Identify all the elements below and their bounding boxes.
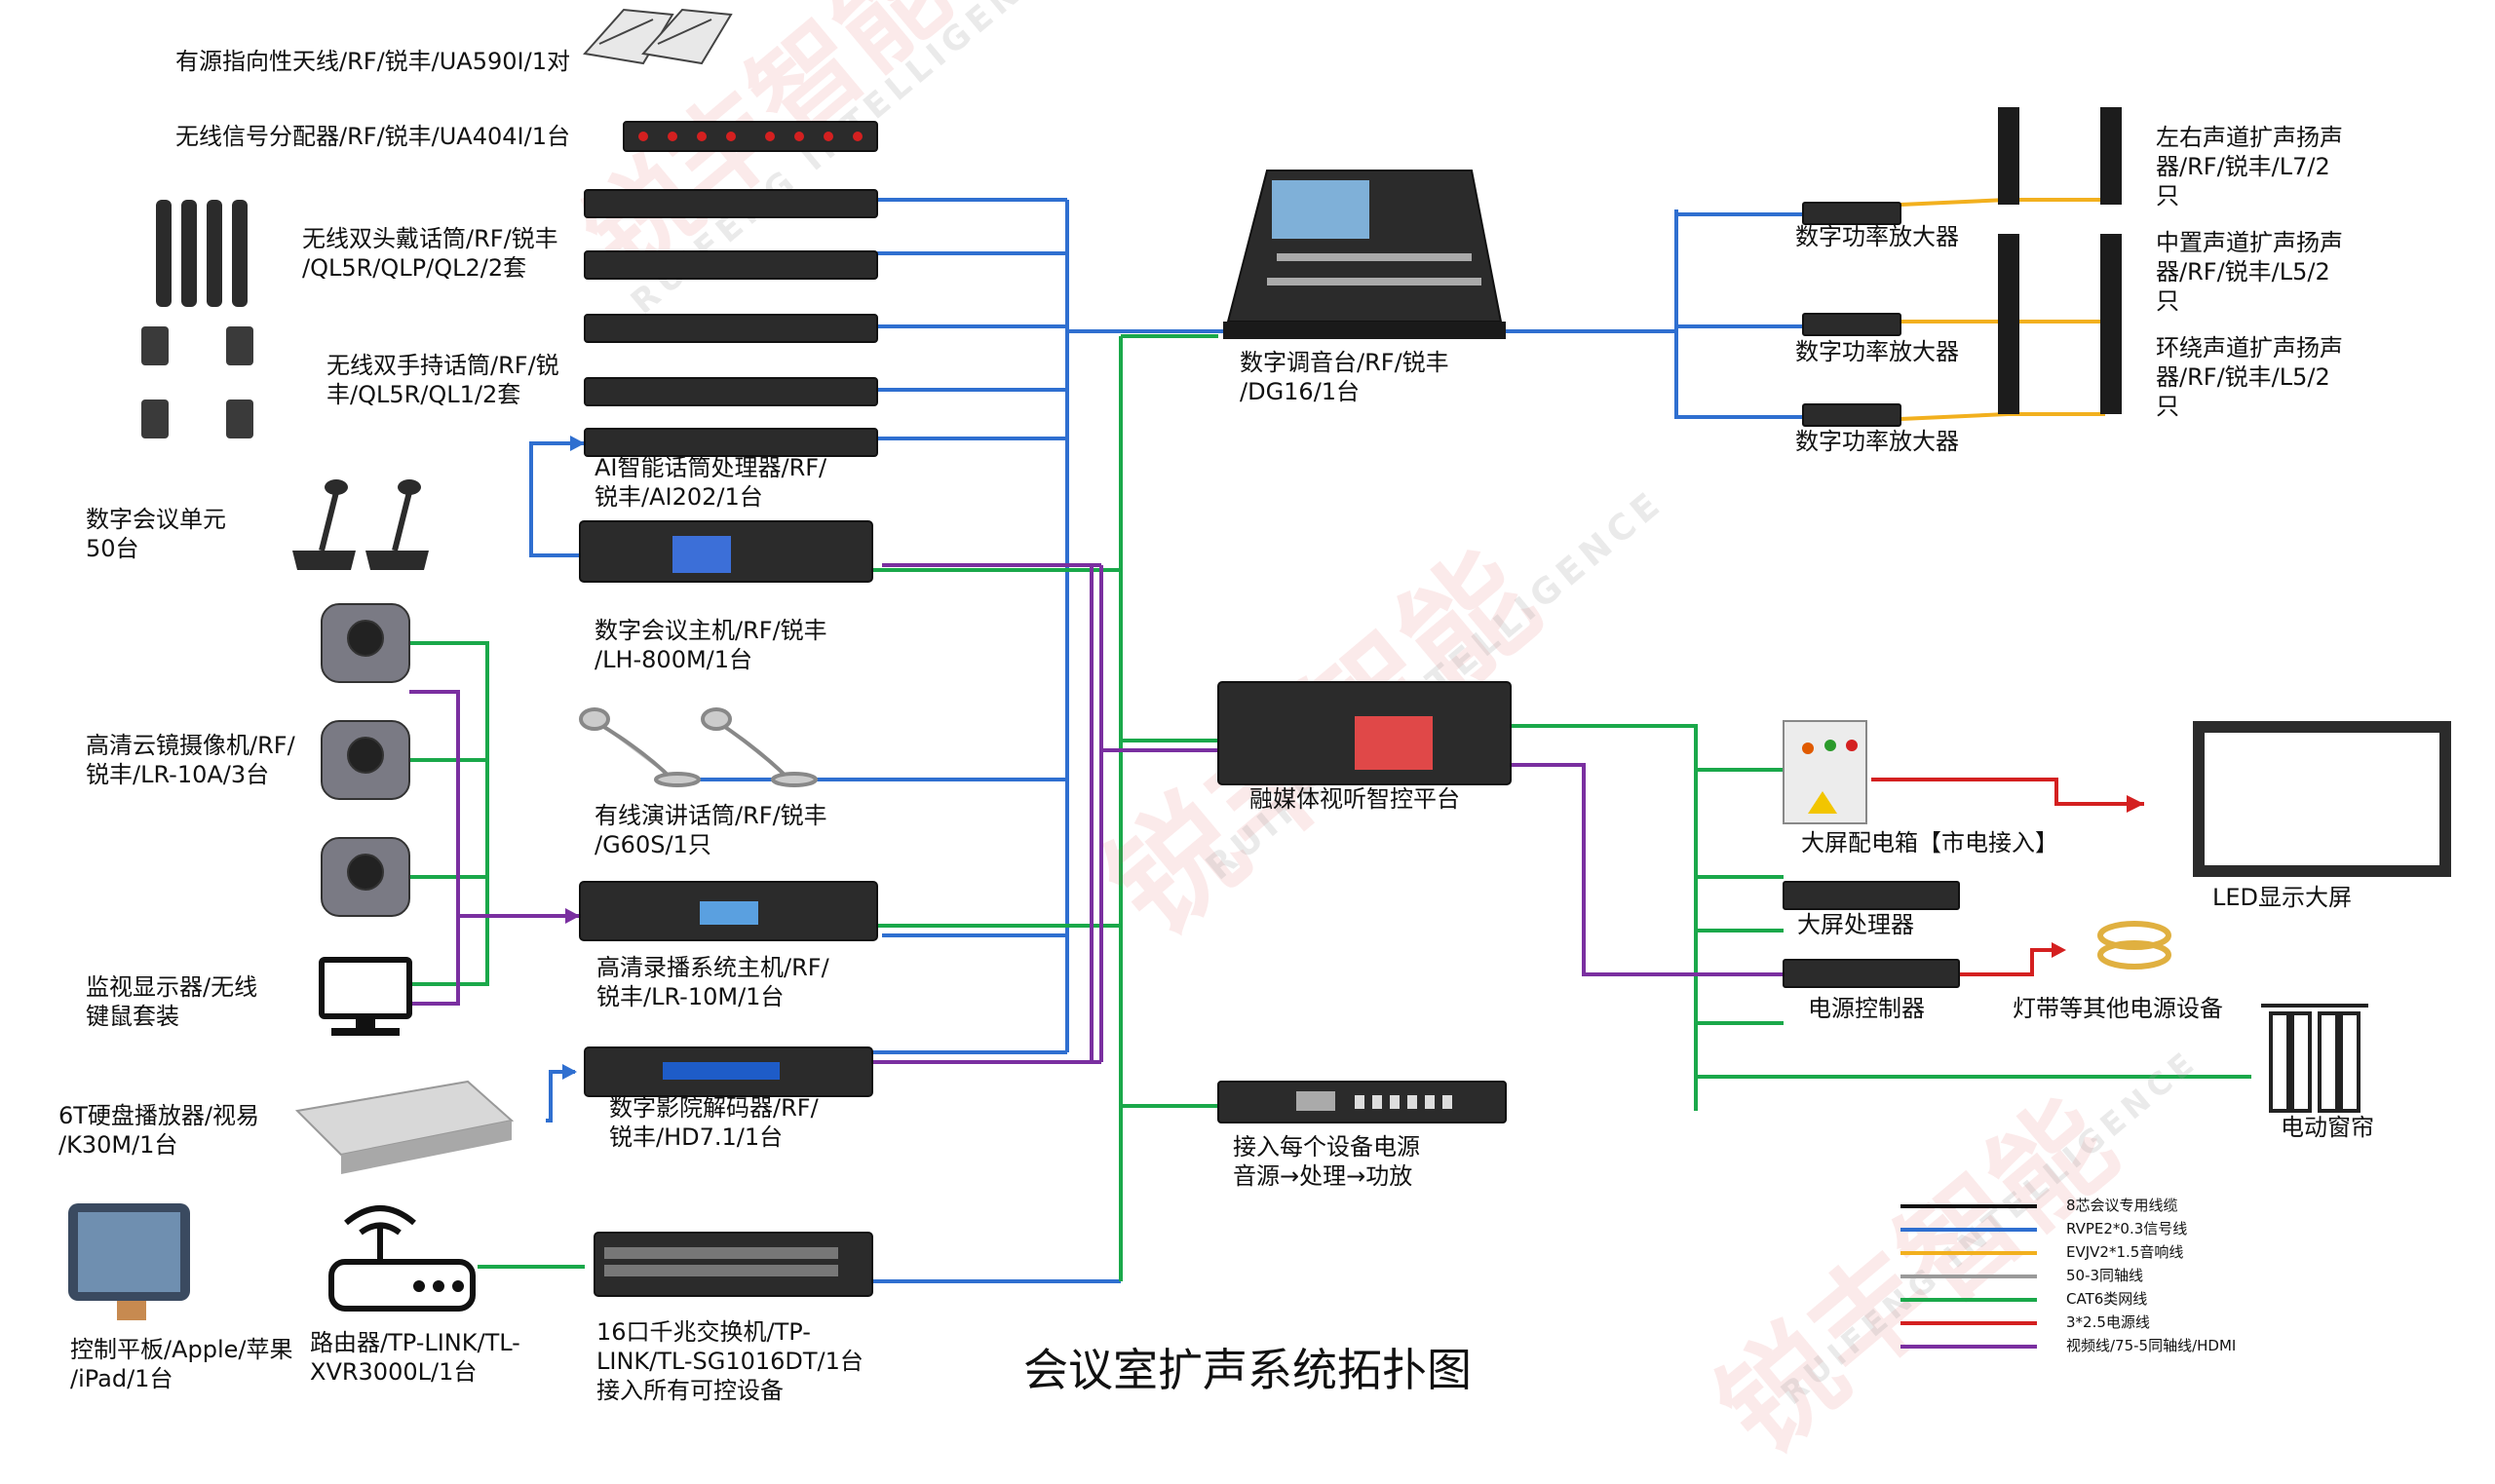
legend-entry: 视频线/75-5同轴线/HDMI xyxy=(2066,1337,2237,1354)
label-led-screen: LED显示大屏 xyxy=(2212,884,2353,911)
light-strip-icon xyxy=(2097,921,2171,970)
monitor-icon xyxy=(319,957,412,1036)
label-speaker-surround: 环绕声道扩声扬声 器/RF/锐丰/L5/2 只 xyxy=(2156,334,2343,420)
legend-entry: 8芯会议专用线缆 xyxy=(2066,1197,2178,1214)
label-camera: 高清云镜摄像机/RF/ 锐丰/LR-10A/3台 xyxy=(86,732,295,788)
label-gooseneck: 有线演讲话筒/RF/锐丰 /G60S/1只 xyxy=(595,802,827,858)
power-box-icon xyxy=(1783,720,1867,824)
label-screen-processor: 大屏处理器 xyxy=(1797,911,1914,938)
label-speaker-lr: 左右声道扩声扬声 器/RF/锐丰/L7/2 只 xyxy=(2156,124,2343,209)
label-headset: 无线双头戴话筒/RF/锐丰 /QL5R/QLP/QL2/2套 xyxy=(302,225,558,282)
router-icon xyxy=(328,1205,476,1312)
legend-entry: EVJV2*1.5音响线 xyxy=(2066,1243,2184,1261)
label-speaker-center: 中置声道扩声扬声 器/RF/锐丰/L5/2 只 xyxy=(2156,229,2343,315)
label-power-box: 大屏配电箱【市电接入】 xyxy=(1801,829,2058,856)
mixer-icon xyxy=(1223,170,1506,339)
speaker-icons xyxy=(1998,107,2122,414)
handheld-mic-icons xyxy=(156,200,248,307)
label-tablet: 控制平板/Apple/苹果 /iPad/1台 xyxy=(70,1336,293,1392)
conference-unit-icon xyxy=(292,479,429,570)
label-decoder: 数字影院解码器/RF/ 锐丰/HD7.1/1台 xyxy=(609,1094,819,1151)
label-amp-3: 数字功率放大器 xyxy=(1795,428,1959,455)
label-player: 6T硬盘播放器/视易 /K30M/1台 xyxy=(58,1102,260,1159)
controller-icons xyxy=(1783,881,1960,988)
connection-lines xyxy=(409,198,2251,1283)
legend-entry: CAT6类网线 xyxy=(2066,1290,2148,1308)
curtain-icon xyxy=(2261,1004,2368,1113)
legend-entry: 50-3同轴线 xyxy=(2066,1267,2144,1284)
label-power-controller: 电源控制器 xyxy=(1808,995,1925,1022)
label-light-strip: 灯带等其他电源设备 xyxy=(2013,995,2223,1022)
label-conf-unit: 数字会议单元 50台 xyxy=(86,506,226,562)
device-icons xyxy=(68,8,2451,1349)
label-amp-2: 数字功率放大器 xyxy=(1795,338,1959,365)
media-platform-icon xyxy=(1217,681,1512,785)
signal-lines xyxy=(529,198,1803,1283)
label-splitter: 无线信号分配器/RF/锐丰/UA404I/1台 xyxy=(175,123,570,150)
label-curtain: 电动窗帘 xyxy=(2281,1114,2374,1141)
label-monitor: 监视显示器/无线 键鼠套装 xyxy=(86,973,258,1030)
sequencer-icon xyxy=(1217,1081,1507,1123)
label-router: 路由器/TP-LINK/TL- XVR3000L/1台 xyxy=(310,1329,520,1386)
network-lines xyxy=(409,334,2251,1281)
label-amp-1: 数字功率放大器 xyxy=(1795,223,1959,250)
video-lines xyxy=(409,563,1784,1064)
diagram-title: 会议室扩声系统拓扑图 xyxy=(1023,1344,1472,1396)
label-recorder: 高清录播系统主机/RF/ 锐丰/LR-10M/1台 xyxy=(596,954,829,1010)
arrowheads xyxy=(562,436,2144,1080)
label-handheld: 无线双手持话筒/RF/锐 丰/QL5R/QL1/2套 xyxy=(326,352,559,408)
label-switch: 16口千兆交换机/TP- LINK/TL-SG1016DT/1台 接入所有可控设… xyxy=(596,1318,864,1404)
amplifier-icons xyxy=(1802,202,1901,427)
label-media-platform: 融媒体视听智控平台 xyxy=(1249,785,1460,813)
legend-swatches xyxy=(1900,1204,2037,1349)
player-icon xyxy=(294,1080,515,1174)
rack-detail xyxy=(604,536,838,1276)
power-lines xyxy=(1871,778,2144,976)
label-ai-processor: AI智能话筒处理器/RF/ 锐丰/AI202/1台 xyxy=(595,454,827,511)
camera-icons xyxy=(321,603,410,917)
label-conf-host: 数字会议主机/RF/锐丰 /LH-800M/1台 xyxy=(595,617,827,673)
led-screen-icon xyxy=(2193,721,2451,877)
splitter-ports xyxy=(638,132,863,141)
bodypack-icons xyxy=(141,326,253,438)
label-antenna: 有源指向性天线/RF/锐丰/UA590I/1对 xyxy=(175,48,570,75)
tablet-icon xyxy=(68,1203,190,1320)
label-mixer: 数字调音台/RF/锐丰 /DG16/1台 xyxy=(1240,349,1449,405)
legend-entry: 3*2.5电源线 xyxy=(2066,1313,2150,1331)
gooseneck-mic-icons xyxy=(579,707,818,787)
label-sequencer: 接入每个设备电源 音源→处理→功放 xyxy=(1233,1133,1420,1190)
legend-entry: RVPE2*0.3信号线 xyxy=(2066,1220,2188,1237)
antenna-icon xyxy=(583,8,733,65)
